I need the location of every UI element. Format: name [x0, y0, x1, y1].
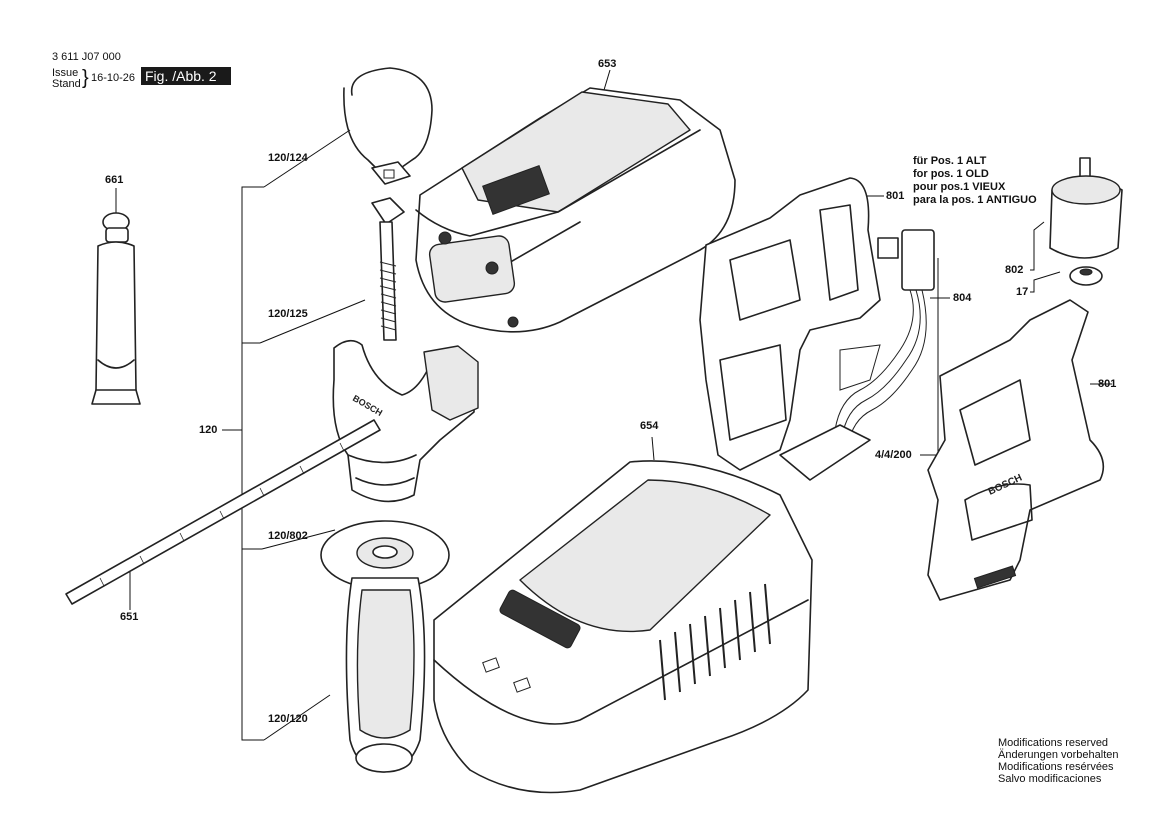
- position-note: für Pos. 1 ALT for pos. 1 OLD pour pos.1…: [913, 155, 1037, 207]
- side-grip-120-120: [320, 520, 450, 773]
- modifications-fr: Modifications resérvées: [998, 761, 1114, 773]
- label-120-124: 120/124: [268, 152, 308, 164]
- clamp-band-120-124: [343, 67, 433, 185]
- housing-half-801-top: [699, 177, 884, 471]
- label-120-802: 120/802: [268, 530, 308, 542]
- label-801-right: 801: [1098, 378, 1117, 390]
- position-note-es: para la pos. 1 ANTIGUO: [913, 194, 1037, 206]
- housing-half-801-right: BOSCH: [927, 299, 1112, 601]
- label-120-125: 120/125: [268, 308, 308, 320]
- label-17: 17: [1016, 286, 1029, 298]
- issue-label: Issue: [52, 67, 79, 79]
- document-number: 3 611 J07 000: [52, 51, 121, 63]
- label-651: 651: [120, 611, 139, 623]
- depth-rod-651: [65, 419, 381, 610]
- modifications-de: Änderungen vorbehalten: [998, 749, 1119, 761]
- label-120: 120: [199, 424, 218, 436]
- figure-label: Fig. /Abb. 2: [141, 67, 231, 85]
- label-661: 661: [105, 174, 124, 186]
- position-note-de: für Pos. 1 ALT: [913, 155, 987, 167]
- brace-icon: }: [82, 67, 89, 89]
- label-801-top: 801: [886, 190, 905, 202]
- label-120-120: 120/120: [268, 713, 308, 725]
- label-654: 654: [640, 420, 659, 432]
- auxiliary-handle-120: BOSCH: [332, 339, 479, 503]
- modifications-reserved: Modifications reserved Änderungen vorbeh…: [998, 737, 1118, 785]
- issue-date: 16-10-26: [91, 72, 136, 84]
- grease-tube-661: [91, 188, 141, 405]
- position-note-fr: pour pos.1 VIEUX: [913, 181, 1006, 193]
- modifications-es: Salvo modificaciones: [998, 773, 1102, 785]
- wiring-harness-804: [779, 229, 950, 481]
- motor-802: [1030, 157, 1123, 293]
- label-804: 804: [953, 292, 972, 304]
- battery-pack-653: [415, 69, 736, 333]
- group-120-bracket: [222, 129, 366, 741]
- charger-654: [433, 436, 813, 794]
- label-653: 653: [598, 58, 617, 70]
- position-note-en: for pos. 1 OLD: [913, 168, 989, 180]
- stand-label: Stand: [52, 78, 81, 90]
- bolt-120-125: [371, 197, 405, 341]
- modifications-en: Modifications reserved: [998, 737, 1109, 749]
- label-4-4-200: 4/4/200: [875, 449, 912, 461]
- label-802: 802: [1005, 264, 1024, 276]
